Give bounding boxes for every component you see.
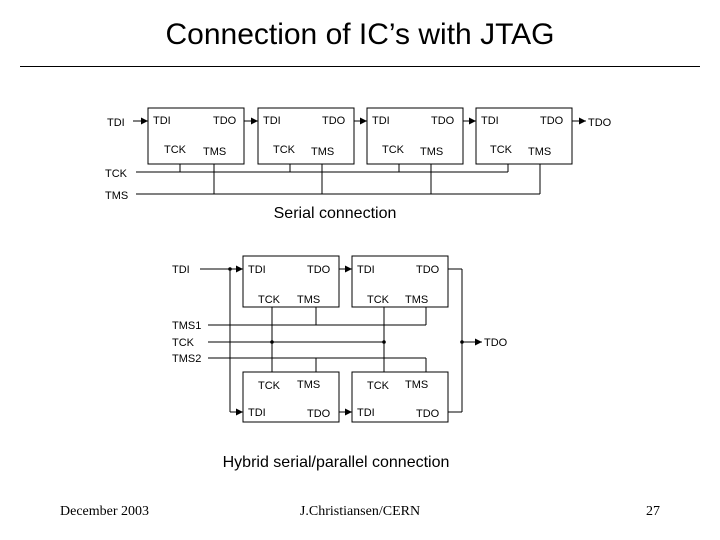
hybrid-chip-top-2-tdi: TDI — [357, 264, 375, 276]
serial-chip-4-tms: TMS — [528, 146, 551, 158]
hybrid-tms2-label: TMS2 — [172, 353, 201, 365]
hybrid-chip-bottom-2-tdi: TDI — [357, 407, 375, 419]
hybrid-chip-top-1-tck: TCK — [258, 294, 281, 306]
serial-tck-bus-label: TCK — [105, 168, 128, 180]
serial-caption: Serial connection — [274, 205, 397, 222]
hybrid-chip-bottom-2-tck: TCK — [367, 380, 390, 392]
serial-chip-3-tck: TCK — [382, 144, 405, 156]
hybrid-chip-top-1-tdo: TDO — [307, 264, 331, 276]
hybrid-chip-bottom-1-tms: TMS — [297, 379, 320, 391]
hybrid-tck-label: TCK — [172, 337, 195, 349]
slide-title: Connection of IC’s with JTAG — [165, 18, 555, 51]
hybrid-tdo-junction — [460, 340, 464, 344]
serial-chip-1-tdi: TDI — [153, 115, 171, 127]
serial-chip-1-tck: TCK — [164, 144, 187, 156]
hybrid-tms1-label: TMS1 — [172, 320, 201, 332]
serial-chip-2 — [257, 107, 355, 165]
serial-chip-3-tms: TMS — [420, 146, 443, 158]
hybrid-chip-top-1 — [242, 255, 340, 308]
serial-chip-1 — [147, 107, 245, 165]
hybrid-chip-bottom-2-tms: TMS — [405, 379, 428, 391]
serial-connection — [133, 107, 586, 195]
footer-page-number: 27 — [646, 504, 660, 519]
serial-tms-bus-label: TMS — [105, 190, 128, 202]
title-rule — [20, 66, 700, 67]
hybrid-tdi-junction — [228, 267, 232, 271]
hybrid-chip-bottom-2-tdo: TDO — [416, 408, 440, 420]
serial-chip-4 — [475, 107, 573, 165]
serial-chip-4-tdo: TDO — [540, 115, 564, 127]
hybrid-chip-top-1-tms: TMS — [297, 294, 320, 306]
serial-chip-4-tck: TCK — [490, 144, 513, 156]
serial-chip-2-tms: TMS — [311, 146, 334, 158]
hybrid-chip-bottom-1-tdi: TDI — [248, 407, 266, 419]
serial-chip-2-tdo: TDO — [322, 115, 346, 127]
hybrid-chip-top-1-tdi: TDI — [248, 264, 266, 276]
serial-chip-2-tdi: TDI — [263, 115, 281, 127]
footer-author: J.Christiansen/CERN — [299, 504, 421, 519]
serial-chip-3 — [366, 107, 464, 165]
hybrid-chip-bottom-1 — [242, 371, 340, 423]
hybrid-chip-bottom-2 — [351, 371, 449, 423]
serial-chip-3-tdi: TDI — [372, 115, 390, 127]
serial-chip-4-tdi: TDI — [481, 115, 499, 127]
serial-tdo-output-label: TDO — [588, 117, 612, 129]
serial-tdi-input-label: TDI — [107, 117, 125, 129]
hybrid-tdo-output-label: TDO — [484, 337, 508, 349]
serial-chip-3-tdo: TDO — [431, 115, 455, 127]
hybrid-chip-bottom-1-tck: TCK — [258, 380, 281, 392]
serial-chip-2-tck: TCK — [273, 144, 296, 156]
serial-chip-1-tdo: TDO — [213, 115, 237, 127]
hybrid-caption: Hybrid serial/parallel connection — [223, 454, 450, 471]
hybrid-chip-bottom-1-tdo: TDO — [307, 408, 331, 420]
hybrid-chip-top-2-tms: TMS — [405, 294, 428, 306]
hybrid-connection — [200, 255, 482, 423]
hybrid-tdi-input-label: TDI — [172, 264, 190, 276]
footer-date: December 2003 — [60, 504, 150, 519]
hybrid-chip-top-2 — [351, 255, 449, 308]
serial-chip-1-tms: TMS — [203, 146, 226, 158]
hybrid-chip-top-2-tck: TCK — [367, 294, 390, 306]
hybrid-chip-top-2-tdo: TDO — [416, 264, 440, 276]
